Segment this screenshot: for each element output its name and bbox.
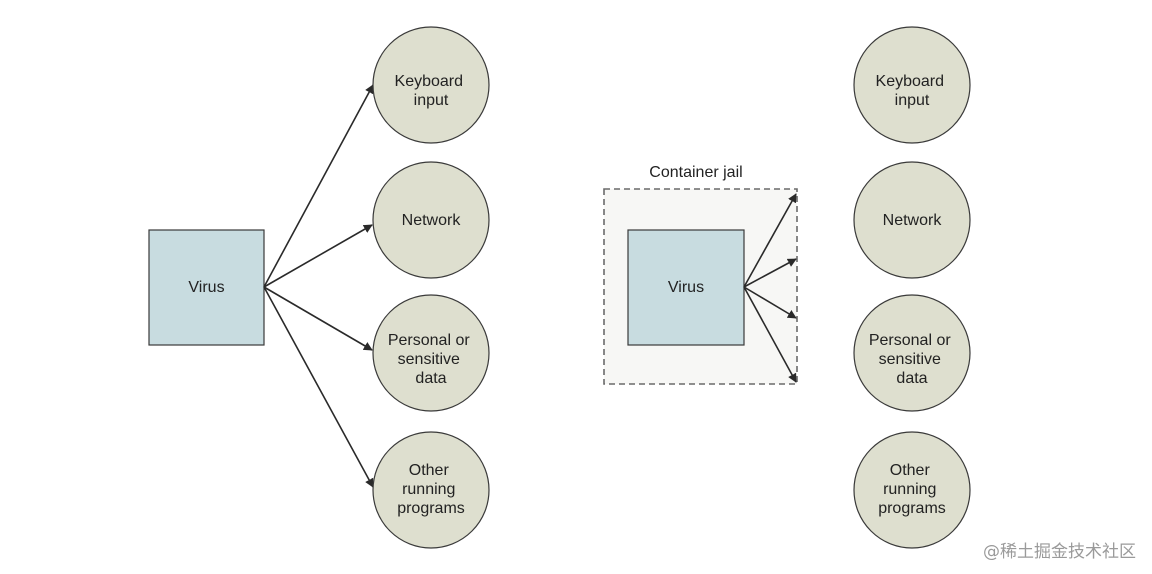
target-label: Keyboard input <box>395 73 468 109</box>
target-line: sensitive <box>398 351 460 368</box>
target-personal-data-right: Personal or sensitive data <box>853 294 971 412</box>
blocked-arrow-2 <box>743 258 797 288</box>
virus-label-right: Virus <box>668 279 704 296</box>
virus-label-left: Virus <box>188 279 224 296</box>
target-line: running <box>402 481 455 498</box>
target-line: Keyboard <box>395 73 464 90</box>
container-jail-caption: Container jail <box>649 164 742 181</box>
right-arrows <box>743 193 797 383</box>
watermark-text: @稀土掘金技术社区 <box>983 542 1136 562</box>
target-line: Other <box>409 462 450 479</box>
blocked-arrow-4 <box>743 286 797 383</box>
blocked-arrow-3 <box>743 286 797 319</box>
target-line: data <box>415 370 446 387</box>
target-line: sensitive <box>879 351 941 368</box>
target-other-programs-left: Other running programs <box>372 431 490 549</box>
blocked-arrow-1 <box>743 193 797 288</box>
target-line: Network <box>402 212 462 229</box>
target-line: data <box>896 370 927 387</box>
left-arrows <box>263 84 374 488</box>
target-network-left: Network <box>372 161 490 279</box>
left-panel: Virus Keyboard input Network Personal or <box>148 26 490 549</box>
target-label: Other running programs <box>878 462 946 517</box>
target-label: Network <box>402 212 462 229</box>
target-line: Personal or <box>388 332 470 349</box>
target-line: Other <box>890 462 931 479</box>
target-label: Personal or sensitive data <box>869 332 955 387</box>
target-line: input <box>414 92 449 109</box>
target-line: Keyboard <box>876 73 945 90</box>
target-line: Personal or <box>869 332 951 349</box>
target-line: programs <box>397 500 465 517</box>
target-line: running <box>883 481 936 498</box>
arrow-to-network-left <box>263 224 373 288</box>
target-network-right: Network <box>853 161 971 279</box>
target-line: Network <box>883 212 943 229</box>
right-panel: Container jail Virus Keyboard input Netw… <box>603 26 971 549</box>
target-label: Network <box>883 212 943 229</box>
target-other-programs-right: Other running programs <box>853 431 971 549</box>
arrow-to-programs-left <box>263 286 374 488</box>
target-label: Personal or sensitive data <box>388 332 474 387</box>
target-label: Other running programs <box>397 462 465 517</box>
target-personal-data-left: Personal or sensitive data <box>372 294 490 412</box>
target-keyboard-input-right: Keyboard input <box>853 26 971 144</box>
target-line: programs <box>878 500 946 517</box>
arrow-to-personal-data-left <box>263 286 373 351</box>
target-label: Keyboard input <box>876 73 949 109</box>
target-keyboard-input-left: Keyboard input <box>372 26 490 144</box>
virus-box-left <box>148 229 265 346</box>
target-line: input <box>895 92 930 109</box>
arrow-to-keyboard-left <box>263 84 374 288</box>
